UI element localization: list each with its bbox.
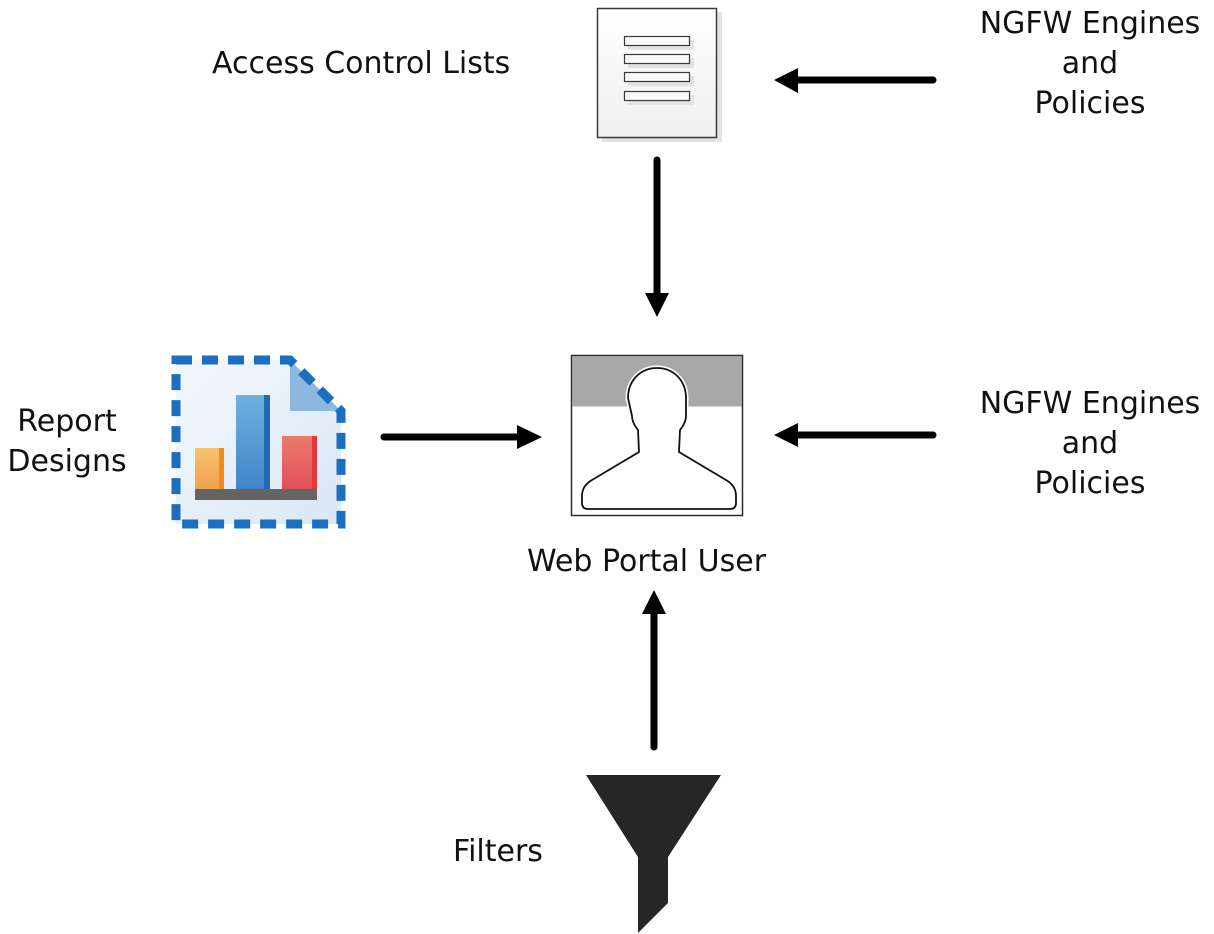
ngfw-top-line-1: NGFW Engines (979, 6, 1201, 41)
reports-label: Report Designs (0, 402, 134, 482)
reports-line-2: Designs (7, 444, 127, 479)
ngfw-top-line-3: Policies (1034, 86, 1146, 121)
document-list-icon (596, 7, 722, 142)
acl-label: Access Control Lists (212, 46, 511, 81)
user-label: Web Portal User (527, 544, 767, 579)
ngfw-mid-label: NGFW Engines and Policies (960, 384, 1214, 504)
report-chart-icon (171, 355, 346, 529)
funnel-icon (586, 775, 721, 933)
ngfw-mid-line-3: Policies (1034, 466, 1146, 501)
arrow-acl-to-user (645, 156, 669, 317)
list-lines (623, 35, 694, 105)
bar-red (282, 436, 317, 490)
ngfw-mid-line-1: NGFW Engines (979, 386, 1201, 421)
ngfw-mid-line-2: and (1061, 426, 1119, 461)
arrow-reports-to-user (380, 425, 542, 449)
arrow-ngfw-to-user (774, 423, 937, 447)
chart-baseline (195, 489, 317, 500)
arrow-filters-to-user (642, 590, 666, 751)
arrow-ngfw-to-acl (774, 68, 937, 93)
filters-label: Filters (453, 834, 543, 869)
ngfw-top-line-2: and (1061, 46, 1119, 81)
ngfw-top-label: NGFW Engines and Policies (960, 4, 1214, 124)
user-silhouette-icon (570, 354, 744, 517)
reports-line-1: Report (17, 404, 117, 439)
